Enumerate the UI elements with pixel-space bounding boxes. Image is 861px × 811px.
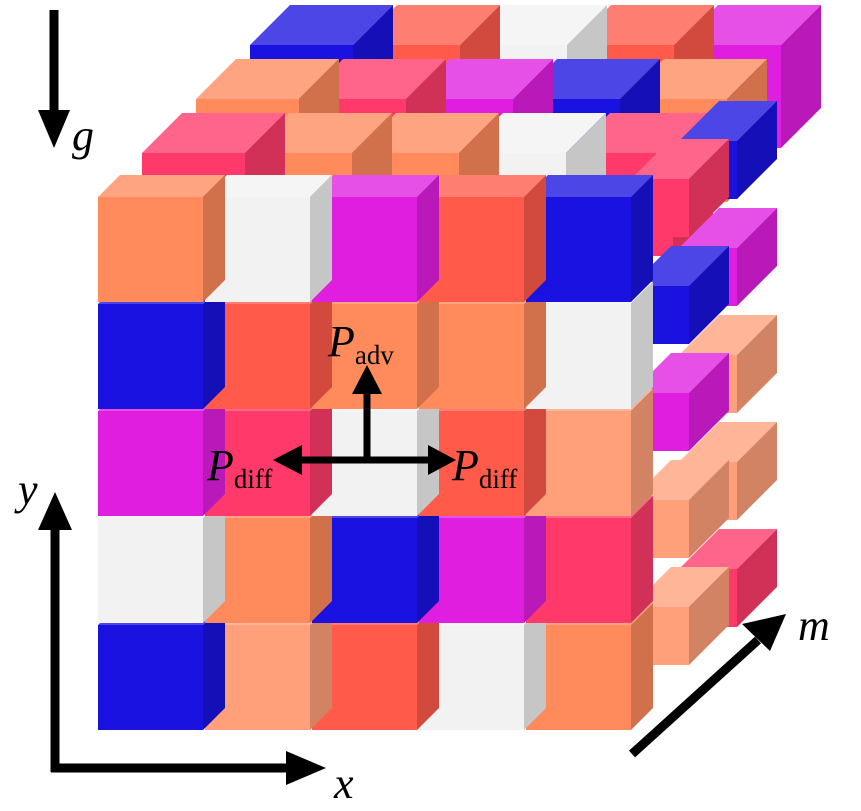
front-cube-r3-c3-front: [419, 518, 524, 623]
front-cube-r1-c1-front: [205, 304, 310, 409]
front-cube-r4-c2-side: [417, 603, 439, 730]
gravity-label: g: [72, 111, 94, 160]
top-layer-0-cube-0-top: [250, 5, 393, 45]
p-diff-left-subscript: diff: [234, 464, 273, 494]
front-cube-r3-c1-front: [205, 518, 310, 623]
side-cube-3-1-top: [631, 460, 729, 500]
front-cube-r0-c3-front: [419, 197, 524, 302]
front-cube-r3-c0-side: [203, 496, 225, 623]
front-cube-r1-c3-side: [524, 282, 546, 409]
side-cube-2-2-top: [679, 315, 777, 355]
front-cube-r0-c1-front: [205, 197, 310, 302]
side-cube-1-1-top: [631, 246, 729, 286]
front-cube-r0-c1-side: [310, 175, 332, 302]
diffusion-arrow-icon: [273, 445, 456, 475]
front-cube-r0-c1-top: [205, 175, 332, 197]
front-cube-r2-c1-front: [205, 411, 310, 516]
annotation-layer: g y x m Padv: [14, 10, 830, 808]
p-diff-left-label: Pdiff: [206, 441, 272, 494]
front-cube-r4-c0-front: [98, 625, 203, 730]
front-cube-r0-c2-front: [312, 197, 417, 302]
p-adv-symbol: P: [327, 317, 355, 366]
side-cube-2-2-side: [737, 315, 777, 413]
front-cube-r3-c2-side: [417, 496, 439, 623]
front-cube-r1-c2-front: [312, 304, 417, 409]
p-diff-left-symbol: P: [206, 441, 234, 490]
front-cube-r2-c1-side: [310, 389, 332, 516]
side-cube-3-2-side: [737, 422, 777, 520]
side-cube-1-2-side: [737, 208, 777, 306]
side-cube-2-1-top: [631, 353, 729, 393]
side-cube-1-1-side: [689, 246, 729, 344]
front-cube-r2-c3-front: [419, 411, 524, 516]
front-cube-r1-c2-side: [417, 282, 439, 409]
front-cube-r0-c0-top: [98, 175, 225, 197]
top-layer-1-cube-0-top: [196, 59, 339, 99]
side-cube-0-1-side: [689, 139, 729, 237]
front-cube-r0-c2-side: [417, 175, 439, 302]
front-cube-r0-c4-side: [631, 175, 653, 302]
front-cube-r2-c4-front: [526, 411, 631, 516]
side-cube-3-1-side: [689, 460, 729, 558]
side-cube-0-1-top: [631, 139, 729, 179]
front-cube-r2-c0-side: [203, 389, 225, 516]
p-adv-subscript: adv: [355, 340, 394, 370]
p-diff-right-symbol: P: [451, 441, 479, 490]
x-axis-arrow-icon: [51, 751, 326, 785]
front-cube-r0-c4-top: [526, 175, 653, 197]
side-cube-2-1-side: [689, 353, 729, 451]
front-cube-r0-c2-top: [312, 175, 439, 197]
advection-arrow-icon: [352, 365, 382, 460]
side-cube-0-2-top: [679, 101, 777, 141]
front-cube-r0-c3-side: [524, 175, 546, 302]
front-cube-r4-c4-front: [526, 625, 631, 730]
front-cube-r2-c0-front: [98, 411, 203, 516]
front-cube-r4-c4-side: [631, 603, 653, 730]
front-cube-r4-c3-side: [524, 603, 546, 730]
front-cube-r3-c4-side: [631, 496, 653, 623]
front-cube-r4-c2-front: [312, 625, 417, 730]
front-cube-r2-c4-side: [631, 389, 653, 516]
front-cube-r2-c3-side: [524, 389, 546, 516]
y-axis-arrow-icon: [38, 492, 72, 772]
side-cube-4-1-top: [631, 567, 729, 607]
side-cube-0-2-side: [737, 101, 777, 199]
m-axis-arrow-icon: [628, 614, 786, 758]
top-layer-2-cube-0-top: [142, 113, 285, 153]
side-cube-4-1-side: [689, 567, 729, 665]
front-cube-r1-c0-side: [203, 282, 225, 409]
front-cube-r0-c0-front: [98, 197, 203, 302]
p-diff-right-subscript: diff: [479, 464, 518, 494]
front-cube-r4-c0-side: [203, 603, 225, 730]
front-cube-r1-c0-front: [98, 304, 203, 409]
p-adv-label: Padv: [327, 317, 394, 370]
front-cube-r1-c4-side: [631, 282, 653, 409]
front-cube-r4-c3-front: [419, 625, 524, 730]
m-axis-label: m: [798, 601, 830, 650]
front-cube-r1-c4-front: [526, 304, 631, 409]
front-cube-r4-c1-side: [310, 603, 332, 730]
front-cube-r0-c0-side: [203, 175, 225, 302]
side-cube-1-2-top: [679, 208, 777, 248]
top-layer-0-cube-4-side: [781, 5, 821, 148]
front-cube-r3-c1-side: [310, 496, 332, 623]
front-cube-r4-c1-front: [205, 625, 310, 730]
cube-lattice: [98, 5, 821, 730]
front-cube-r3-c2-front: [312, 518, 417, 623]
side-cube-4-2-side: [737, 529, 777, 627]
front-cube-r3-c3-side: [524, 496, 546, 623]
y-axis-label: y: [14, 465, 38, 514]
front-cube-r0-c4-front: [526, 197, 631, 302]
front-cube-r0-c3-top: [419, 175, 546, 197]
front-cube-r3-c0-front: [98, 518, 203, 623]
front-cube-r1-c1-side: [310, 282, 332, 409]
front-cube-r1-c3-front: [419, 304, 524, 409]
x-axis-label: x: [333, 759, 354, 808]
side-cube-4-2-top: [679, 529, 777, 569]
p-diff-right-label: Pdiff: [451, 441, 517, 494]
side-cube-3-2-top: [679, 422, 777, 462]
front-cube-r3-c4-front: [526, 518, 631, 623]
gravity-arrow-icon: [38, 10, 70, 148]
